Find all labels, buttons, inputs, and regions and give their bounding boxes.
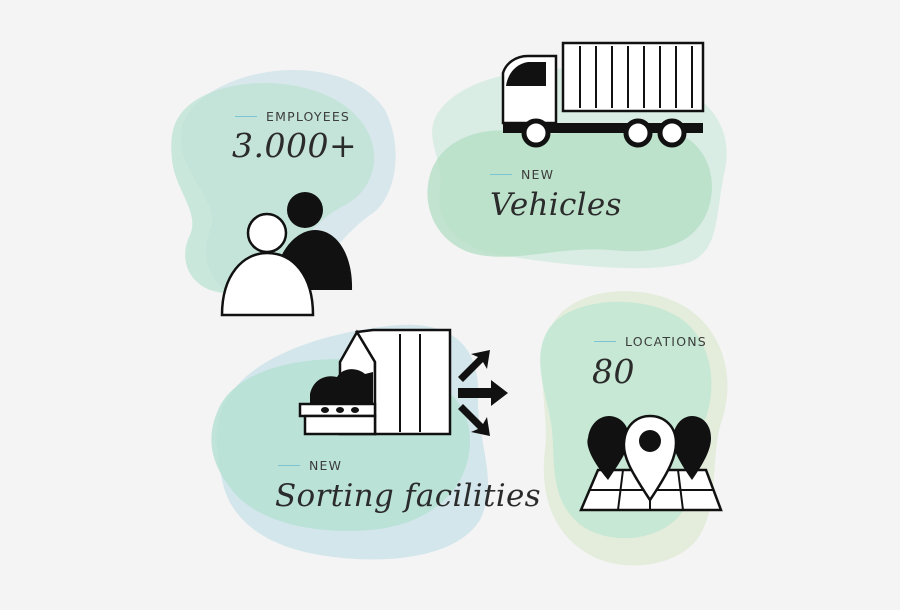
sorting-facility-icon — [298, 328, 508, 436]
sorting-label-text: NEW — [309, 458, 343, 473]
accent-dash — [235, 115, 257, 118]
vehicles-value: Vehicles — [490, 187, 622, 223]
people-icon — [220, 192, 353, 317]
employees-value: 3.000+ — [232, 126, 358, 165]
employees-label: EMPLOYEES — [235, 109, 350, 124]
locations-label-text: LOCATIONS — [625, 334, 707, 349]
accent-dash — [278, 464, 300, 467]
vehicles-blob-front — [427, 126, 712, 257]
truck-icon — [501, 41, 705, 148]
accent-dash — [490, 173, 512, 176]
employees-label-text: EMPLOYEES — [266, 109, 351, 124]
vehicles-label-text: NEW — [521, 167, 555, 182]
sorting-value: Sorting facilities — [275, 478, 541, 514]
locations-label: LOCATIONS — [594, 334, 707, 349]
employees-blob-front — [171, 83, 375, 294]
sorting-label: NEW — [278, 458, 342, 473]
locations-value: 80 — [592, 352, 635, 391]
map-pins-icon — [579, 414, 723, 512]
vehicles-label: NEW — [490, 167, 554, 182]
accent-dash — [594, 340, 616, 343]
